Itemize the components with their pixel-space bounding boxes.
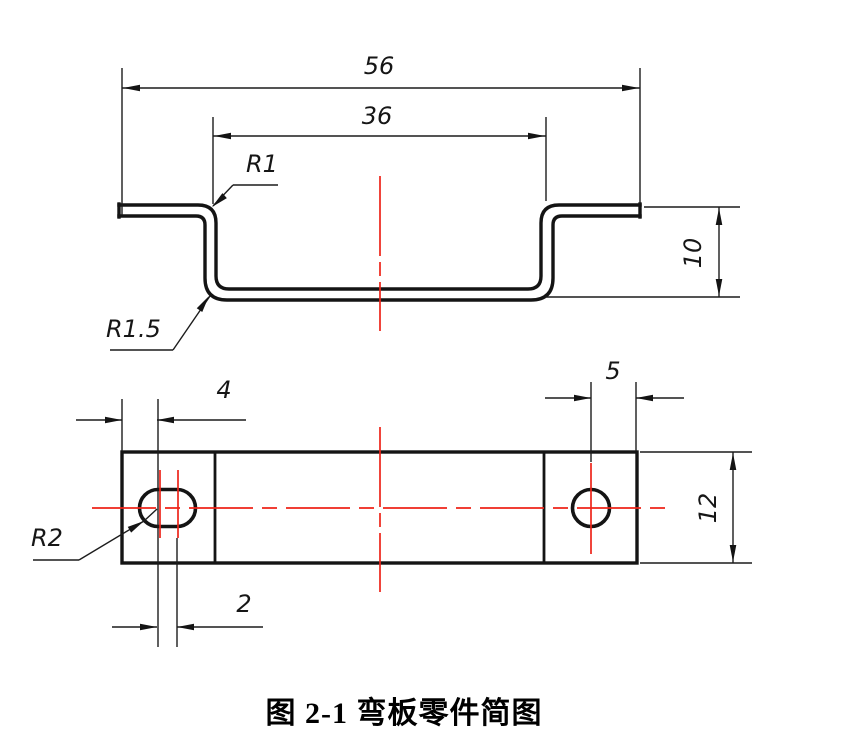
radius-callout-r2: R2	[31, 508, 158, 561]
dimension-12: 12	[640, 451, 752, 564]
plan-view: 4 2 5	[31, 357, 752, 647]
dimension-2: 2	[112, 538, 263, 647]
bent-plate-profile	[117, 202, 642, 302]
dim-label-r1: R1	[246, 150, 278, 178]
radius-callout-r1-5: R1.5	[106, 294, 212, 351]
dim-label-56: 56	[364, 52, 395, 80]
plan-centerlines	[92, 427, 667, 592]
dimension-4: 4	[76, 376, 246, 647]
dimension-36: 36	[212, 102, 547, 204]
profile-inner-surface	[117, 214, 642, 302]
dimension-10: 10	[545, 206, 740, 298]
radius-callout-r1: R1	[209, 150, 278, 210]
dim-label-4: 4	[216, 376, 231, 404]
dimension-56: 56	[121, 52, 641, 215]
section-view: 56 36 10	[106, 52, 740, 351]
figure-caption: 图 2-1 弯板零件简图	[265, 697, 543, 730]
dim-label-r2: R2	[31, 524, 63, 552]
dimension-5: 5	[545, 357, 684, 462]
dim-label-12: 12	[694, 493, 722, 524]
dim-label-36: 36	[362, 102, 393, 130]
dim-label-2: 2	[236, 590, 251, 618]
slot-hole	[137, 487, 198, 529]
dim-label-10: 10	[679, 238, 707, 269]
dim-label-5: 5	[605, 357, 620, 385]
profile-outer-surface	[117, 203, 642, 291]
dim-label-r1-5: R1.5	[106, 315, 161, 343]
